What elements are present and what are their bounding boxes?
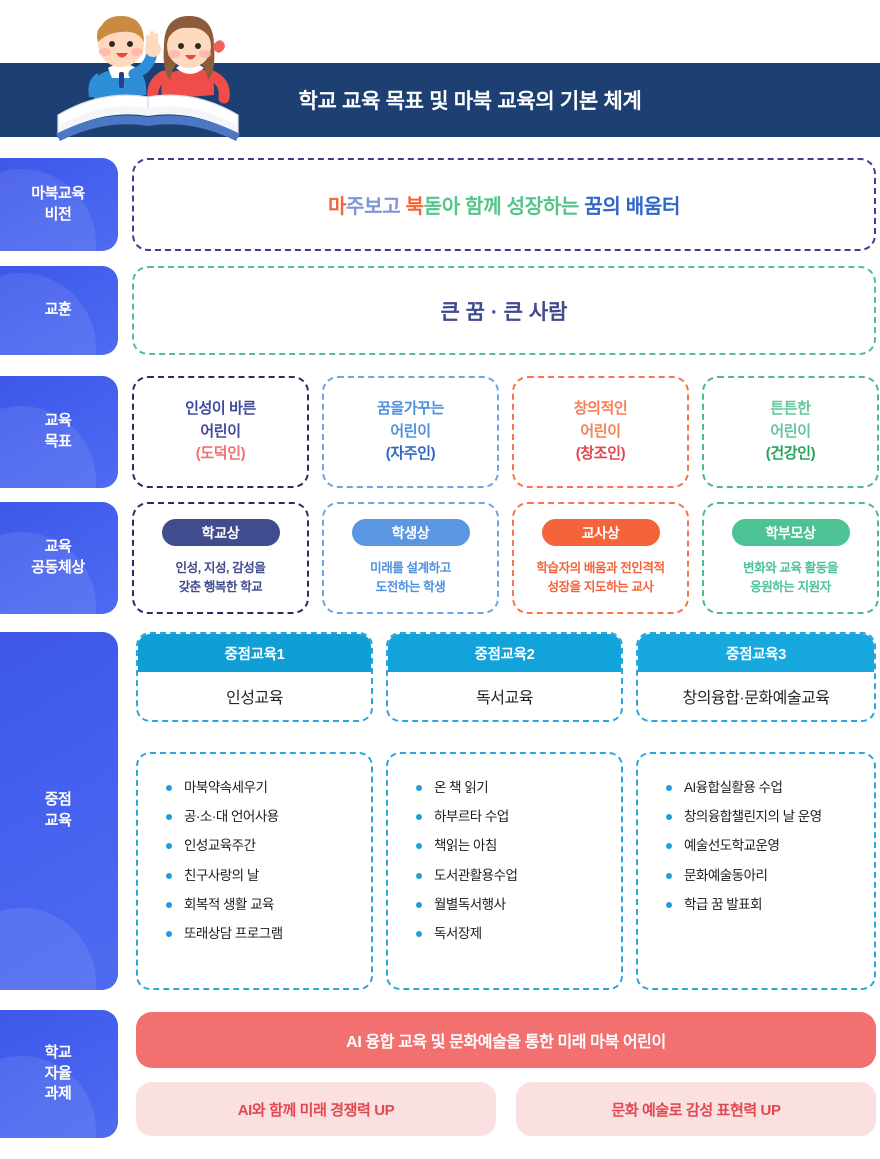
list-item: 월별독서행사 — [414, 897, 621, 913]
focus-name: 독서교육 — [476, 690, 533, 707]
focus-name: 창의융합·문화예술교육 — [682, 690, 830, 707]
goal-line2: 어린이 — [580, 422, 621, 440]
list-item: AI융합실활용 수업 — [664, 780, 874, 796]
goal-line2: 어린이 — [200, 422, 241, 440]
list-item: 인성교육주간 — [164, 838, 371, 854]
autonomy-sub-banner-1: AI와 함께 미래 경쟁력 UP — [136, 1082, 496, 1136]
focus-header-card-2: 중점교육2 독서교육 — [386, 632, 623, 722]
list-item: 독서장제 — [414, 926, 621, 942]
sidebar-item-autonomy-label: 학교 자율 과제 — [44, 1043, 72, 1103]
goal-line1: 튼튼한 — [770, 399, 811, 417]
focus-tag: 중점교육1 — [138, 634, 371, 672]
goal-line2: 어린이 — [390, 422, 431, 440]
sidebar-item-motto-label: 교훈 — [44, 301, 72, 319]
list-item: 마북약속세우기 — [164, 780, 371, 796]
vision-panel: 마주보고 북돋아 함께 성장하는 꿈의 배움터 — [132, 158, 876, 251]
list-item: 학급 꿈 발표회 — [664, 897, 874, 913]
autonomy-main-banner: AI 융합 교육 및 문화예술을 통한 미래 마북 어린이 — [136, 1012, 876, 1068]
focus-header-card-3: 중점교육3 창의융합·문화예술교육 — [636, 632, 876, 722]
vision-text: 마주보고 북돋아 함께 성장하는 꿈의 배움터 — [328, 190, 680, 219]
page-title: 학교 교육 목표 및 마북 교육의 기본 체계 — [298, 90, 642, 113]
community-description: 미래를 설계하고 도전하는 학생 — [370, 561, 451, 595]
motto-panel: 큰 꿈 · 큰 사람 — [132, 266, 876, 355]
list-item: 도서관활용수업 — [414, 868, 621, 884]
sidebar-item-goals[interactable]: 교육 목표 — [0, 376, 118, 488]
list-item: 책읽는 아침 — [414, 838, 621, 854]
vision-segment-1: 주보고 — [346, 196, 406, 218]
focus-tag: 중점교육3 — [638, 634, 874, 672]
sidebar-item-goals-label: 교육 목표 — [44, 412, 72, 450]
list-item: 회복적 생활 교육 — [164, 897, 371, 913]
list-item: 공·소·대 언어사용 — [164, 809, 371, 825]
goal-subtitle: (도덕인) — [195, 445, 246, 463]
autonomy-sub-banner-2: 문화 예술로 감성 표현력 UP — [516, 1082, 876, 1136]
children-reading-illustration — [42, 2, 254, 142]
list-item: 창의융합챌린지의 날 운영 — [664, 809, 874, 825]
vision-segment-3: 돋아 함께 성장하는 — [423, 196, 585, 218]
vision-segment-4: 꿈의 배움터 — [584, 196, 681, 218]
goal-line2: 어린이 — [770, 422, 811, 440]
community-badge: 학교상 — [161, 519, 280, 546]
sidebar-item-vision-label: 마북교육 비전 — [31, 184, 85, 223]
goal-line1: 인성이 바른 — [185, 399, 256, 417]
community-badge: 학부모상 — [731, 519, 850, 546]
sidebar-item-autonomy[interactable]: 학교 자율 과제 — [0, 1010, 118, 1138]
sidebar-item-focus-label: 중점 교육 — [44, 791, 72, 829]
goal-subtitle: (창조인) — [575, 445, 626, 463]
goal-subtitle: (건강인) — [765, 445, 816, 463]
sidebar-item-vision[interactable]: 마북교육 비전 — [0, 158, 118, 251]
goal-subtitle: (자주인) — [385, 445, 436, 463]
vision-segment-2: 북 — [405, 196, 424, 218]
sidebar-item-focus[interactable]: 중점 교육 — [0, 632, 118, 990]
list-item: 친구사랑의 날 — [164, 868, 371, 884]
community-description: 학습자의 배움과 전인격적 성장을 지도하는 교사 — [536, 561, 665, 595]
list-item: 하부르타 수업 — [414, 809, 621, 825]
community-badge: 교사상 — [541, 519, 660, 546]
goal-line1: 꿈을가꾸는 — [376, 399, 444, 417]
list-item: 또래상담 프로그램 — [164, 926, 371, 942]
community-badge: 학생상 — [351, 519, 470, 546]
focus-header-card-1: 중점교육1 인성교육 — [136, 632, 373, 722]
community-description: 인성, 지성, 감성을 갖춘 행복한 학교 — [175, 561, 266, 595]
community-description: 변화와 교육 활동을 응원하는 지원자 — [743, 561, 838, 595]
vision-segment-0: 마 — [327, 196, 347, 218]
sidebar-item-community-label: 교육 공동체상 — [31, 538, 85, 576]
goal-line1: 창의적인 — [573, 399, 628, 417]
motto-text: 큰 꿈 · 큰 사람 — [440, 300, 568, 324]
list-item: 예술선도학교운영 — [664, 838, 874, 854]
sidebar-item-motto[interactable]: 교훈 — [0, 266, 118, 355]
list-item: 온 책 읽기 — [414, 780, 621, 796]
sidebar-item-community[interactable]: 교육 공동체상 — [0, 502, 118, 614]
focus-tag: 중점교육2 — [388, 634, 621, 672]
list-item: 문화예술동아리 — [664, 868, 874, 884]
focus-name: 인성교육 — [226, 690, 283, 707]
